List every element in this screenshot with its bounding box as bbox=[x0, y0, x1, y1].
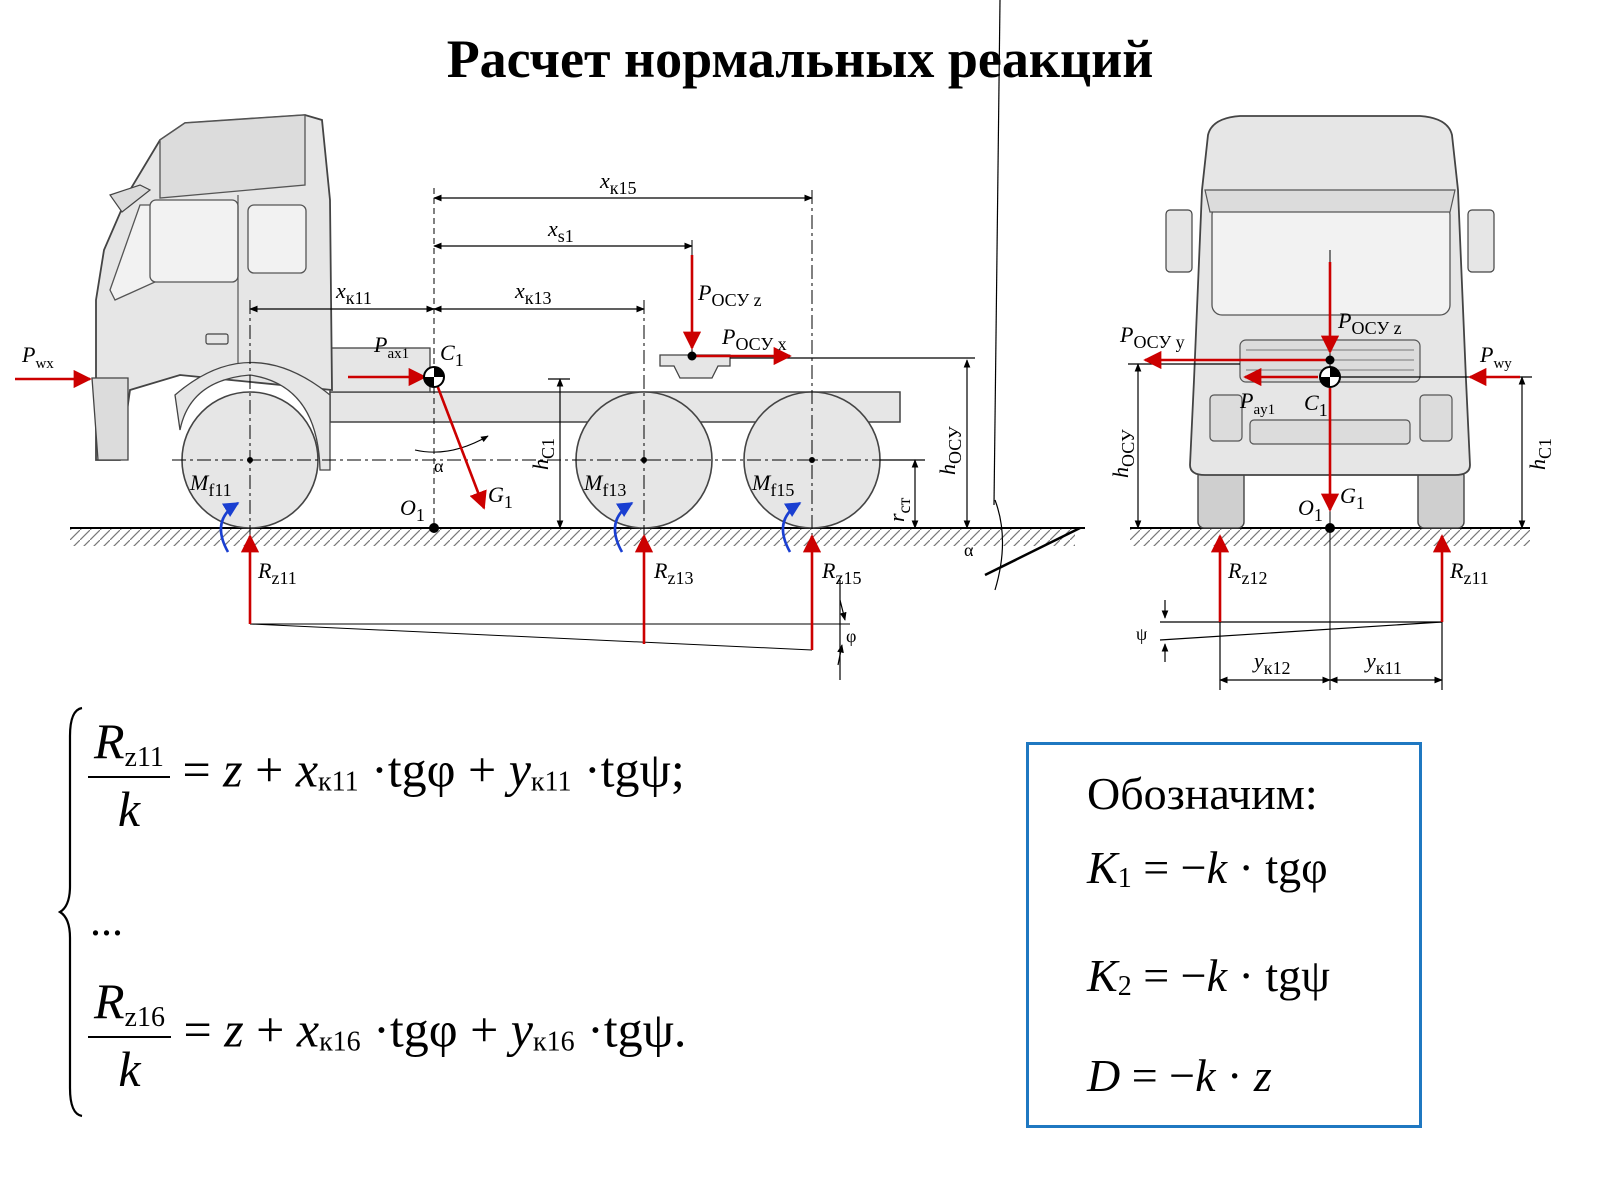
label-alpha-slope: α bbox=[964, 540, 974, 560]
front-label-c1: C1 bbox=[1304, 390, 1328, 420]
label-xk15: xк15 bbox=[599, 168, 637, 198]
label-hosu-side: hОСУ bbox=[935, 426, 965, 475]
cab-door-window bbox=[149, 199, 239, 283]
front-label-g1: G1 bbox=[1340, 483, 1365, 513]
center-of-mass-c1-front bbox=[1319, 366, 1341, 388]
equation-2: Rz16 k = z + xк16 ·tgφ + yк16 ·tgψ. bbox=[88, 972, 686, 1098]
front-tyre-right bbox=[1417, 469, 1465, 529]
cab-roof bbox=[159, 114, 306, 199]
force-g1 bbox=[432, 376, 487, 510]
front-sunvisor bbox=[1204, 189, 1456, 213]
center-of-mass-c1-side bbox=[423, 366, 445, 388]
label-o1-side: O1 bbox=[400, 495, 425, 525]
label-posu-x: PОСУ x bbox=[721, 324, 787, 354]
page-title: Расчет нормальных реакций bbox=[446, 29, 1154, 89]
moment-mf11 bbox=[219, 501, 240, 553]
front-headlight-right bbox=[1419, 394, 1453, 442]
reaction-diagram: Pwx xк15 xs1 xк11 xк13 PОСУ z PОСУ x Pax… bbox=[15, 0, 1555, 690]
front-label-hosu: hОСУ bbox=[1108, 429, 1138, 478]
wheel-arch bbox=[174, 361, 331, 471]
front-bumper bbox=[91, 377, 129, 461]
label-xk11: xк11 bbox=[335, 278, 372, 308]
ground-hatch bbox=[70, 528, 1075, 546]
label-posu-z: PОСУ z bbox=[697, 280, 762, 310]
label-rz11-side: Rz11 bbox=[257, 558, 297, 588]
notation-heading: Обозначим: bbox=[1087, 768, 1318, 819]
front-label-rz12: Rz12 bbox=[1227, 558, 1267, 588]
label-xs1: xs1 bbox=[547, 216, 574, 246]
front-label-yk11: yк11 bbox=[1364, 648, 1402, 678]
moment-mf13 bbox=[613, 501, 634, 553]
side-view: Pwx xк15 xs1 xк11 xк13 PОСУ z PОСУ x Pax… bbox=[15, 0, 1085, 680]
front-label-pwy: Pwy bbox=[1479, 342, 1512, 372]
front-view: PОСУ y PОСУ z Pwy Pay1 C1 O1 G1 Rz12 Rz1… bbox=[1108, 115, 1555, 690]
front-tyre-left bbox=[1197, 469, 1245, 529]
cab-rear-window bbox=[247, 204, 307, 274]
label-g1-side: G1 bbox=[488, 482, 513, 512]
system-brace bbox=[58, 706, 83, 1118]
front-headlight-left bbox=[1209, 394, 1243, 442]
label-rz15: Rz15 bbox=[821, 558, 861, 588]
notation-k2: K2 = −k · tgψ bbox=[1087, 950, 1330, 1002]
label-mf11: Mf11 bbox=[189, 470, 232, 500]
label-alpha-side: α bbox=[434, 456, 444, 476]
equation-1-fraction: Rz11 k bbox=[88, 712, 170, 838]
cab-door-handle bbox=[205, 333, 229, 345]
label-mf13: Mf13 bbox=[583, 470, 626, 500]
label-rz13: Rz13 bbox=[653, 558, 693, 588]
front-label-pay1: Pay1 bbox=[1239, 388, 1275, 418]
notation-d: D = −k · z bbox=[1087, 1050, 1272, 1101]
label-pax1: Pax1 bbox=[373, 332, 409, 362]
label-phi: φ bbox=[846, 626, 856, 646]
front-label-psi: ψ bbox=[1136, 624, 1148, 644]
fifth-wheel bbox=[659, 354, 731, 379]
label-mf15: Mf15 bbox=[751, 470, 794, 500]
front-label-posu-z: PОСУ z bbox=[1337, 308, 1402, 338]
notation-box: Обозначим: K1 = −k · tgφ K2 = −k · tgψ D… bbox=[1026, 742, 1422, 1128]
label-xk13: xк13 bbox=[514, 278, 552, 308]
front-label-o1: O1 bbox=[1298, 495, 1323, 525]
front-label-hc1: hC1 bbox=[1525, 438, 1555, 470]
mirror-left bbox=[1165, 209, 1193, 273]
front-label-yk12: yк12 bbox=[1252, 648, 1291, 678]
mirror-right bbox=[1467, 209, 1495, 273]
equation-2-fraction: Rz16 k bbox=[88, 972, 171, 1098]
notation-k1: K1 = −k · tgφ bbox=[1087, 842, 1328, 894]
front-label-posu-y: PОСУ y bbox=[1119, 322, 1185, 352]
mirror bbox=[109, 184, 152, 213]
equation-1: Rz11 k = z + xк11 ·tgφ + yк11 ·tgψ; bbox=[88, 712, 685, 838]
label-rst: rст bbox=[884, 497, 914, 522]
moment-mf15 bbox=[781, 501, 802, 553]
label-c1-side: C1 bbox=[440, 340, 464, 370]
equation-ellipsis: ... bbox=[90, 896, 123, 945]
label-hc1-side: hC1 bbox=[528, 438, 558, 470]
label-pwx: Pwx bbox=[21, 342, 54, 372]
front-label-rz11: Rz11 bbox=[1449, 558, 1489, 588]
